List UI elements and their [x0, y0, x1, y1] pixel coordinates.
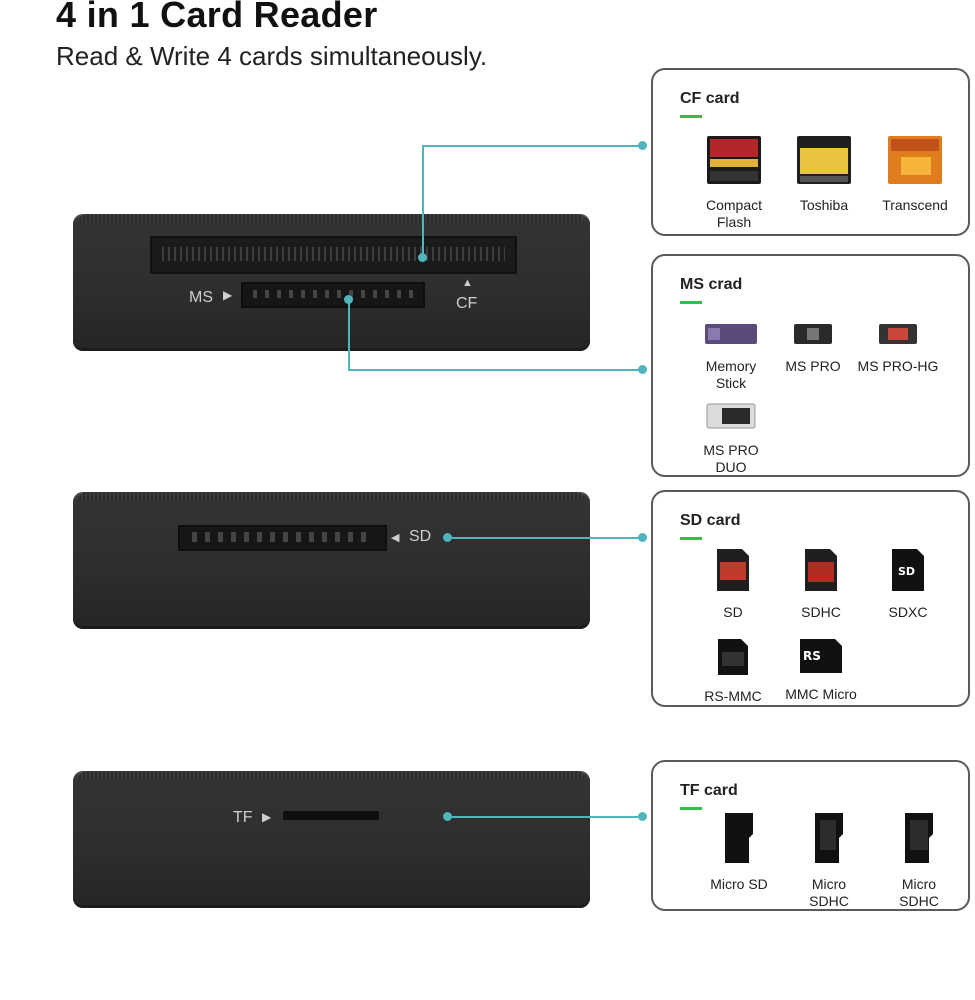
card-reader-cf-ms-side: MS ▶ ▲ CF [73, 214, 590, 351]
micro-sdhc-card-icon [815, 813, 843, 863]
card-ms-pro-hg: MS PRO-HG [853, 322, 943, 375]
card-rs-mmc: RS-MMC [696, 638, 770, 705]
tf-panel-title: TF card [680, 782, 738, 810]
sd-connector-end-dot [638, 533, 647, 542]
toshiba-card-icon [797, 136, 851, 184]
micro-sd-card-icon [725, 813, 753, 863]
mmc-micro-card-icon: RS [800, 639, 842, 673]
card-label: Micro SDHC [899, 876, 939, 909]
sdhc-card-icon [805, 549, 837, 591]
page-subtitle: Read & Write 4 cards simultaneously. [56, 41, 488, 71]
sd-slot [178, 525, 387, 551]
sd-connector-line [448, 537, 644, 539]
card-toshiba: Toshiba [786, 135, 862, 214]
ms-slot [241, 282, 425, 308]
card-label: SDHC [801, 604, 841, 620]
rs-mmc-card-icon [718, 639, 748, 675]
card-sdhc: SDHC [791, 548, 851, 621]
cf-slot-label: CF [456, 295, 478, 312]
cf-card-panel: CF card Compact Flash Toshiba Transcend [651, 68, 970, 236]
card-transcend: Transcend [873, 135, 957, 214]
ms-card-panel: MS crad Memory Stick MS PRO MS PRO-HG MS… [651, 254, 970, 477]
card-memory-stick: Memory Stick [693, 322, 769, 392]
cf-connector-line-h [422, 145, 642, 147]
tf-card-panel: TF card Micro SD Micro SDHC Micro SDHC [651, 760, 970, 911]
ms-connector-line-h [348, 369, 643, 371]
tf-connector-dot [443, 812, 452, 821]
card-micro-sd: Micro SD [707, 812, 771, 893]
cf-arrow-icon: ▲ [462, 277, 473, 289]
card-label: Micro SDHC [809, 876, 849, 909]
tf-connector-line [448, 816, 644, 818]
card-ms-pro: MS PRO [777, 322, 849, 375]
sd-panel-title: SD card [680, 512, 741, 540]
tf-slot [283, 811, 379, 820]
sd-connector-dot [443, 533, 452, 542]
card-sdxc: SD SDXC [878, 548, 938, 621]
tf-slot-label: TF [233, 809, 253, 826]
transcend-card-icon [888, 136, 942, 184]
sd-card-icon [717, 549, 749, 591]
micro-sdhc-card-icon [905, 813, 933, 863]
cf-slot [150, 236, 517, 274]
card-label: MS PRO DUO [703, 442, 759, 475]
cf-panel-title: CF card [680, 90, 740, 118]
sd-arrow-icon: ◀ [391, 532, 400, 544]
card-reader-sd-side: ◀ SD [73, 492, 590, 629]
cf-connector-dot [418, 253, 427, 262]
card-label: RS-MMC [704, 688, 762, 704]
card-label: Toshiba [799, 197, 849, 213]
card-sd: SD [703, 548, 763, 621]
ms-panel-title: MS crad [680, 276, 743, 304]
cf-connector-line [422, 145, 424, 257]
ms-pro-hg-icon [879, 324, 917, 344]
card-micro-sdhc-128gb: Micro SDHC [887, 812, 951, 910]
ms-connector-line [348, 299, 350, 370]
memory-stick-icon [705, 324, 757, 344]
ms-pro-duo-icon [706, 403, 756, 429]
ms-pro-icon [794, 324, 832, 344]
svg-text:RS: RS [803, 649, 821, 663]
card-label: SDXC [888, 604, 928, 620]
card-label: Micro SD [710, 876, 768, 892]
ms-connector-dot [344, 295, 353, 304]
tf-connector-end-dot [638, 812, 647, 821]
cf-connector-end-dot [638, 141, 647, 150]
card-label: Memory Stick [705, 358, 757, 391]
compact-flash-card-icon [707, 136, 761, 184]
card-mmc-micro: RS MMC Micro [781, 638, 861, 703]
page-title: 4 in 1 Card Reader [56, 0, 378, 35]
sdxc-card-icon: SD [892, 549, 924, 591]
card-reader-tf-side: TF ▶ [73, 771, 590, 908]
sd-slot-label: SD [409, 528, 432, 545]
card-label: Transcend [882, 197, 948, 213]
card-label: MS PRO [785, 358, 841, 374]
card-micro-sdhc-32gb: Micro SDHC [797, 812, 861, 910]
card-compact-flash: Compact Flash [691, 135, 777, 231]
ms-slot-label: MS [189, 289, 213, 306]
card-label: MMC Micro [785, 686, 857, 702]
tf-arrow-icon: ▶ [262, 810, 272, 824]
ms-arrow-icon: ▶ [223, 288, 233, 302]
card-ms-pro-duo: MS PRO DUO [693, 402, 769, 476]
ms-connector-end-dot [638, 365, 647, 374]
card-label: MS PRO-HG [857, 358, 939, 374]
card-label: Compact Flash [705, 197, 763, 230]
svg-text:SD: SD [898, 565, 915, 578]
card-label: SD [723, 604, 743, 620]
sd-card-panel: SD card SD SDHC SD SDXC RS-MMC RS MMC Mi… [651, 490, 970, 707]
